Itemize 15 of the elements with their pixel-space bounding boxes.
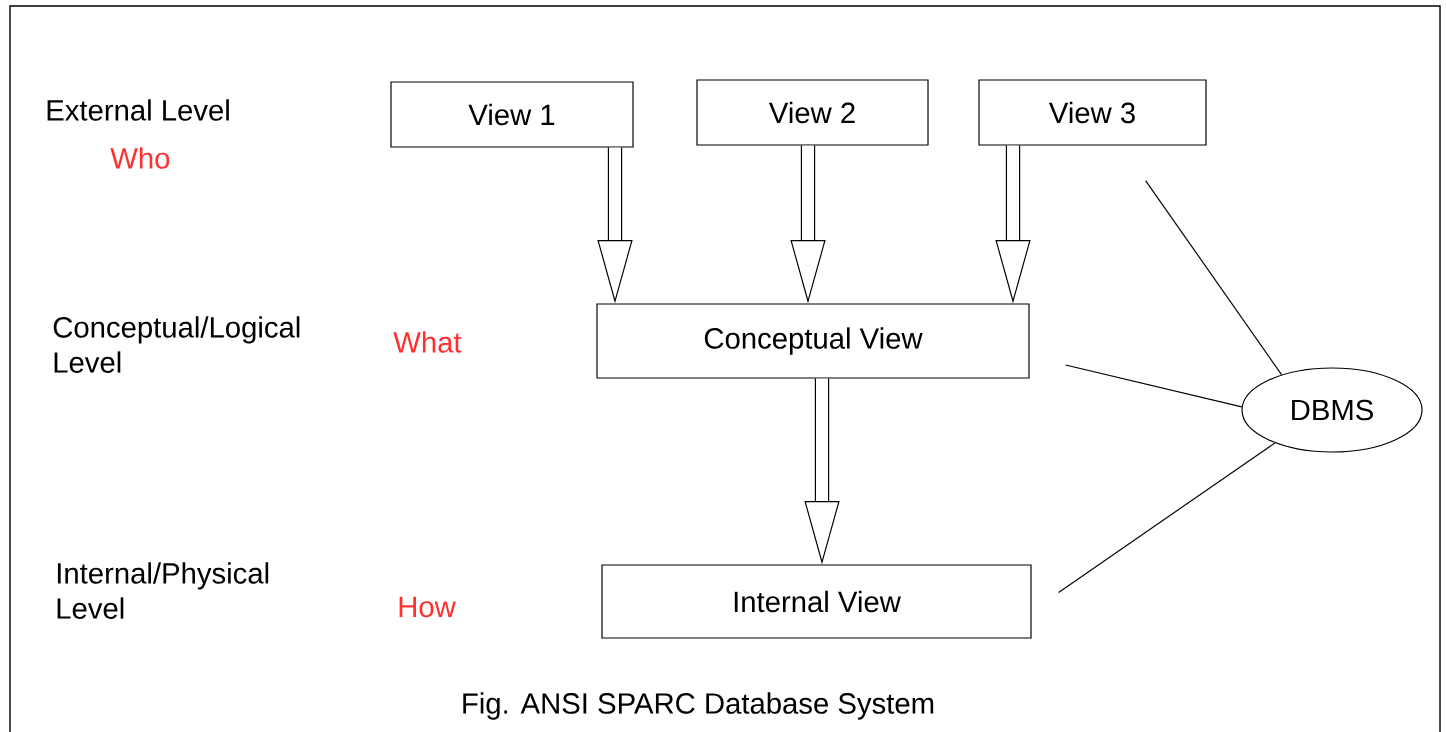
view-box: View 2 [696,79,929,146]
view-box: Internal View [601,564,1032,639]
annotation-word: What [393,331,462,353]
level-label: External Level [47,99,229,121]
view-box: View 3 [978,79,1207,146]
view-box: Conceptual View [596,303,1030,379]
connector-line [1145,180,1283,376]
level-label: Internal/Physical Level [57,562,269,619]
annotation-word: How [399,596,456,618]
connector-line [1058,442,1276,594]
view-box: View 1 [390,81,634,148]
connector-line [1065,364,1243,408]
annotation-word: Who [110,147,170,169]
caption: Fig. ANSI SPARC Database System [463,692,934,720]
level-label: Conceptual/Logical Level [53,316,300,373]
